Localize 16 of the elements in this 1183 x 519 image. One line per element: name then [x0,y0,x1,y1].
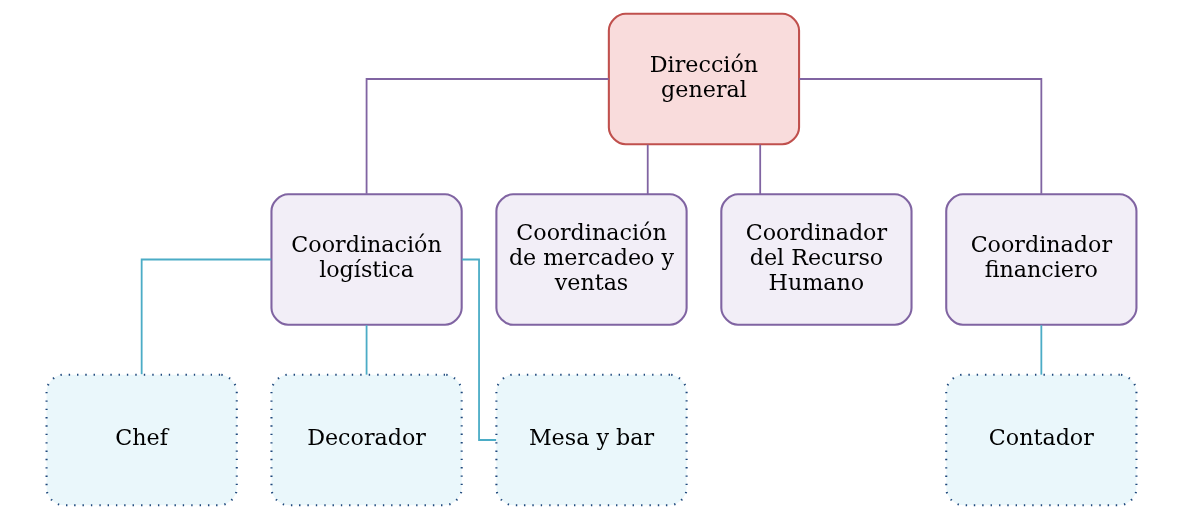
node-box: Coordinador del Recurso Humano [720,193,913,326]
node-box: Coordinador financiero [945,193,1138,326]
connector [646,143,649,196]
node-box: Contador [945,373,1138,507]
connector [1040,324,1043,376]
node-box: Chef [45,373,238,507]
connector [798,78,1043,195]
node-box: Coordinación logística [270,193,463,326]
node-box: Decorador [270,373,463,507]
node-box: Dirección general [607,12,801,146]
connector [365,324,368,376]
connector [365,78,610,195]
node-box: Mesa y bar [495,373,688,507]
connector [759,143,762,196]
connector [140,258,273,376]
node-box: Coordinación de mercadeo y ventas [495,193,688,326]
